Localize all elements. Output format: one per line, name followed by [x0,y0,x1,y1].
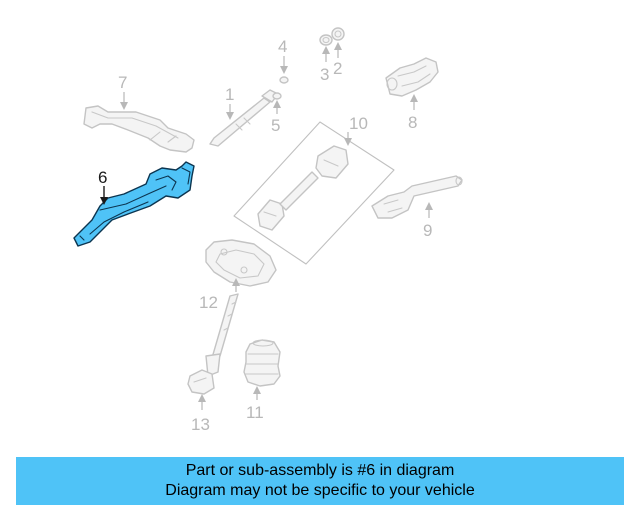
part-2-nut[interactable] [331,27,345,41]
info-banner: Part or sub-assembly is #6 in diagram Di… [16,457,624,505]
part-12-cover-plate[interactable] [205,239,277,287]
callout-8: 8 [408,113,417,132]
callout-6: 6 [98,168,107,187]
callouts: 7 6 1 4 5 3 2 8 10 9 12 13 11 [98,37,432,434]
callout-7: 7 [118,73,127,92]
callout-5: 5 [271,116,280,135]
part-1-shaft[interactable] [209,89,279,147]
callout-1: 1 [225,85,234,104]
callout-2: 2 [333,59,342,78]
callout-9: 9 [423,221,432,240]
part-3-nut[interactable] [319,34,333,46]
callout-3: 3 [320,65,329,84]
callout-13: 13 [191,415,210,434]
part-13-lower-shaft[interactable] [187,293,239,395]
part-10-intermediate-shaft[interactable] [233,121,395,265]
banner-line-1: Part or sub-assembly is #6 in diagram [185,462,455,479]
part-5-washer[interactable] [272,92,282,100]
part-7-bracket[interactable] [83,105,195,153]
part-4-washer[interactable] [279,76,289,84]
callout-11: 11 [246,403,264,422]
part-8-joint[interactable] [385,57,439,97]
parts-diagram: 7 6 1 4 5 3 2 8 10 9 12 13 11 [73,27,463,434]
callout-10: 10 [349,114,368,133]
callout-12: 12 [199,293,218,312]
callout-4: 4 [278,37,287,56]
part-6-bracket[interactable] [73,161,195,247]
leader-lines [100,42,433,410]
banner-line-2: Diagram may not be specific to your vehi… [165,482,475,499]
part-9-shaft-joint[interactable] [371,175,463,219]
part-11-boot[interactable] [243,339,281,387]
